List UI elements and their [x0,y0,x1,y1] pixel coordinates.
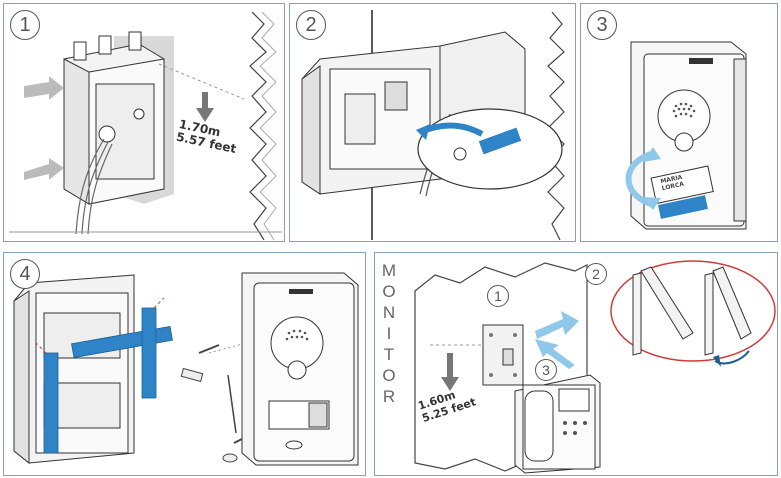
module-insertion-illustration [301,10,565,241]
monitor-letter: T [383,345,395,364]
monitor-letter: R [382,387,396,406]
step-number-badge: 1 [10,10,40,40]
step-1-panel: 1 1.70m 5.57 feet [3,3,285,242]
monitor-panel: M O N I T O R 1 2 3 1.60m 5.25 feet [374,252,778,476]
flush-box-illustration [9,11,282,241]
substep-3-badge: 3 [535,359,557,381]
step-4-panel: 4 [3,252,366,476]
monitor-mounting-illustration [414,260,776,474]
step-3-panel: 3 MARIA LORCA [580,3,778,242]
monitor-letter: N [382,303,396,322]
step-number-badge: 2 [296,10,326,40]
monitor-vertical-label: M O N I T O R [379,261,399,408]
nameplate-illustration [625,41,747,230]
monitor-letter: I [386,324,392,343]
monitor-letter: O [382,366,396,385]
monitor-letter: O [382,282,396,301]
substep-1-badge: 1 [487,285,509,307]
substep-2-badge: 2 [585,263,607,285]
monitor-letter: M [381,261,397,280]
step-number-badge: 3 [587,10,617,40]
step-2-panel: 2 [289,3,576,242]
step-number-badge: 4 [10,259,40,289]
frame-mounting-illustration [13,272,359,466]
